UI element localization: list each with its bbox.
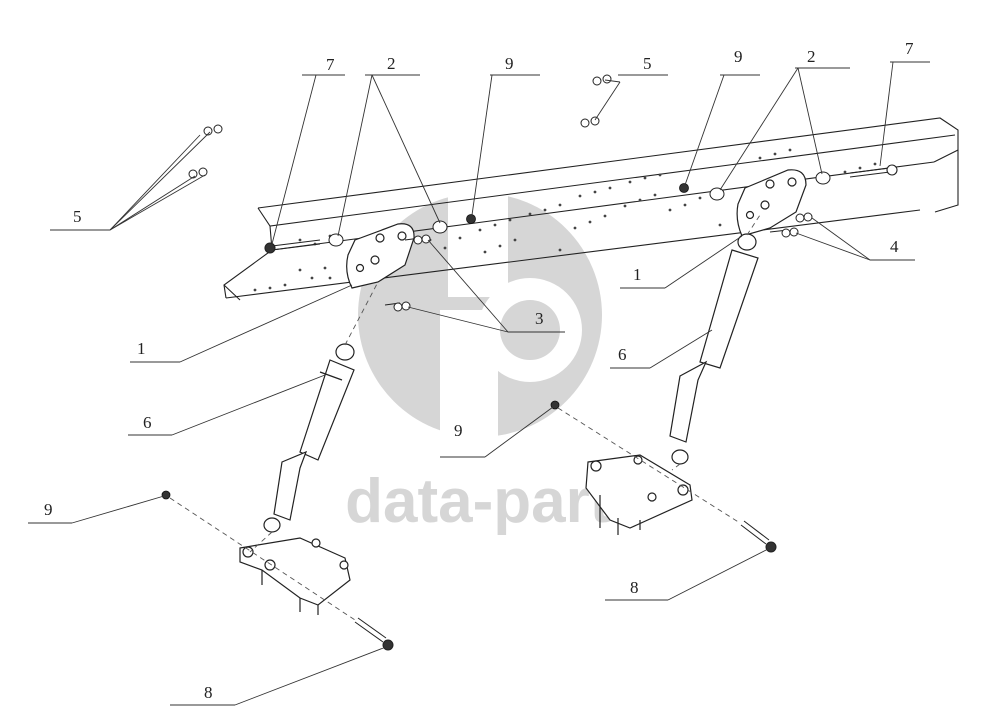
callout-7-right: 7 xyxy=(905,39,914,58)
callout-9-left: 9 xyxy=(44,500,53,519)
callout-9-top-right: 9 xyxy=(734,47,743,66)
assembly-lines xyxy=(169,214,761,621)
callout-4: 4 xyxy=(890,237,899,256)
callout-6-right: 6 xyxy=(618,345,627,364)
callout-2-right: 2 xyxy=(807,47,816,66)
watermark-logo xyxy=(358,182,602,460)
callout-1-left: 1 xyxy=(137,339,146,358)
watermark: data-parts xyxy=(345,182,645,536)
frame-rail xyxy=(223,117,959,301)
callout-8-left: 8 xyxy=(204,683,213,702)
nut-group-left xyxy=(188,124,223,179)
bolt-8-left xyxy=(354,617,394,651)
lower-bracket-right xyxy=(585,454,693,535)
rail-holes xyxy=(253,148,877,292)
nuts xyxy=(161,183,689,500)
callout-6-left: 6 xyxy=(143,413,152,432)
callout-9-middle: 9 xyxy=(454,421,463,440)
long-bolt-left xyxy=(264,239,321,254)
callout-7-left: 7 xyxy=(326,55,335,74)
left-bracket xyxy=(346,223,415,289)
shock-absorber-right xyxy=(669,233,759,465)
bolt-8-right xyxy=(740,520,777,553)
callout-labels: 7 2 9 5 9 2 7 5 4 1 3 1 6 6 9 9 8 8 xyxy=(44,39,914,702)
callout-8-right: 8 xyxy=(630,578,639,597)
short-bolts-left xyxy=(384,234,431,312)
rail-bushings xyxy=(328,171,831,247)
right-bracket xyxy=(736,169,807,237)
short-bolts-right xyxy=(769,212,813,238)
callout-9-top-left: 9 xyxy=(505,54,514,73)
nut-group-right xyxy=(580,74,612,128)
callout-2-left: 2 xyxy=(387,54,396,73)
long-bolt-right xyxy=(849,164,898,178)
callout-3: 3 xyxy=(535,309,544,328)
callout-5-left: 5 xyxy=(73,207,82,226)
lower-bracket-left xyxy=(239,537,351,615)
callout-1-right: 1 xyxy=(633,265,642,284)
callout-5-top-right: 5 xyxy=(643,54,652,73)
shock-absorber-left xyxy=(263,343,355,533)
leader-lines xyxy=(28,61,930,706)
